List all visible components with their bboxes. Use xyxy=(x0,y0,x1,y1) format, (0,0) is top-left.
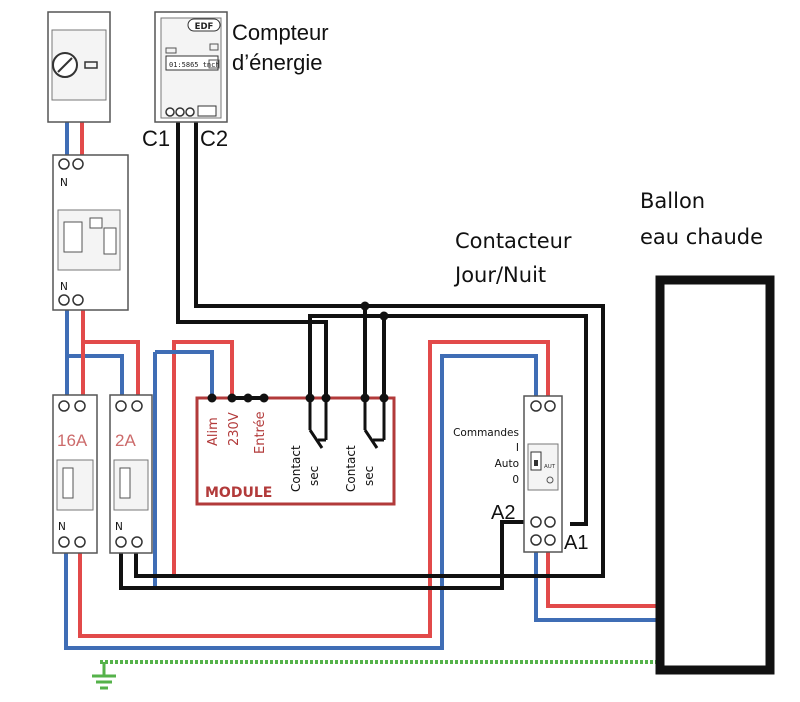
phase-tank-wire xyxy=(546,552,660,608)
neutral-tank-wire xyxy=(534,552,660,622)
meter-display-text: 01:5865 tnch xyxy=(169,61,220,69)
junction-node xyxy=(360,301,370,311)
junction-node xyxy=(379,311,389,321)
breaker-2a-rating: 2A xyxy=(115,431,136,450)
neutral-16a-wire xyxy=(64,354,538,650)
main-switch-box xyxy=(47,11,111,123)
module-label-alim: Alim xyxy=(206,417,221,446)
contactor-mode-commandes: Commandes xyxy=(453,427,519,439)
contactor-a2-wire xyxy=(119,520,526,590)
earth-symbol xyxy=(92,662,116,690)
neutral-distribution-wire xyxy=(65,308,124,396)
module-label-contact1-a: Contact xyxy=(289,445,303,492)
dry-contact-switch-2 xyxy=(363,398,386,449)
day-night-contactor: AUT xyxy=(523,395,563,553)
module-label-entree: Entrée xyxy=(253,411,268,454)
contactor-mode-auto: Auto xyxy=(495,458,519,470)
module-label-contact2-b: sec xyxy=(362,466,376,486)
contactor-title-line2: Jour/Nuit xyxy=(453,263,546,287)
module-label-contact2-a: Contact xyxy=(344,445,358,492)
differential-switch: N N xyxy=(52,154,129,311)
meter-c2-wire xyxy=(194,118,367,398)
meter-c1-wire xyxy=(176,118,328,398)
meter-terminal-c1: C1 xyxy=(142,126,170,151)
contactor-mode-0: 0 xyxy=(512,474,519,486)
tank-title-line1: Ballon xyxy=(640,189,705,213)
breaker-2a: 2A N xyxy=(109,394,153,554)
module-title: MODULE xyxy=(205,485,272,501)
contactor-device-mark: AUT xyxy=(544,464,556,470)
phase-distribution-wire xyxy=(81,308,140,396)
energy-meter: EDF 01:5865 tnch xyxy=(154,11,228,123)
breaker-16a: 16A N xyxy=(52,394,98,554)
contactor-coil-a1: A1 xyxy=(564,532,588,554)
breaker-16a-rating: 16A xyxy=(57,431,88,450)
meter-brand: EDF xyxy=(195,22,214,32)
module-terminal xyxy=(207,393,217,403)
neutral-mark: N xyxy=(58,521,66,533)
contact-sec-wire-1 xyxy=(308,314,386,398)
contactor-coil-a2: A2 xyxy=(491,502,515,524)
phase-16a-wire xyxy=(78,340,550,638)
meter-title-line2: d’énergie xyxy=(232,50,323,75)
neutral-mark: N xyxy=(60,281,68,293)
module-label-230v: 230V xyxy=(227,412,242,446)
neutral-mark: N xyxy=(60,177,68,189)
contactor-control-wire xyxy=(384,314,588,526)
neutral-mark: N xyxy=(115,521,123,533)
meter-terminal-c2: C2 xyxy=(200,126,228,151)
contactor-title-line1: Contacteur xyxy=(455,229,572,253)
meter-title-line1: Compteur xyxy=(232,20,329,45)
tank-title-line2: eau chaude xyxy=(640,225,763,249)
meter-display xyxy=(165,55,219,71)
module-label-contact1-b: sec xyxy=(307,466,321,486)
contactor-a1-wire xyxy=(134,304,605,578)
water-heater-tank xyxy=(655,275,775,675)
wires xyxy=(64,118,660,690)
contactor-mode-i: I xyxy=(516,442,519,454)
module-box: Alim 230V Entrée Contact sec Contact sec… xyxy=(195,393,396,506)
phase-module-wire xyxy=(172,340,234,574)
dry-contact-switch-1 xyxy=(308,398,328,449)
neutral-alim-wire xyxy=(155,350,214,398)
meter-terminals xyxy=(165,105,217,117)
